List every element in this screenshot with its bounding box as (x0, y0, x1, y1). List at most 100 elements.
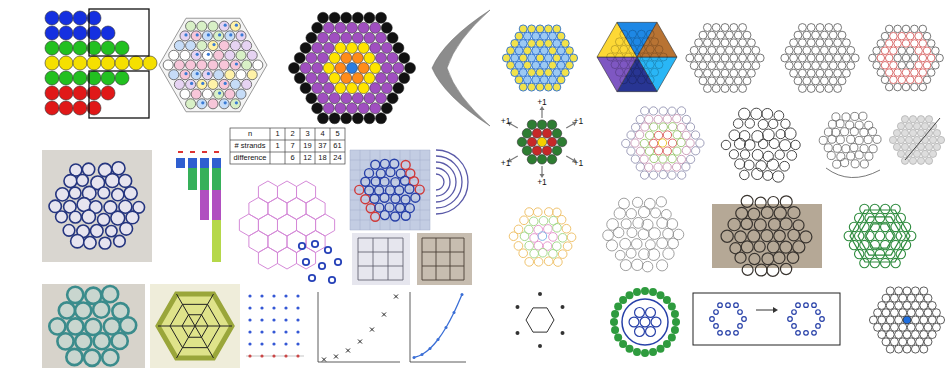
pencil-sketch (828, 120, 836, 128)
yellow-blue-hexagon (511, 54, 519, 62)
growth-arrow (566, 156, 573, 160)
colored-ring-drawing (677, 138, 685, 146)
layered-hexagon (387, 73, 398, 84)
layered-hexagon (341, 113, 352, 124)
outline-hexagons (699, 62, 707, 70)
outline-hexagons (708, 31, 716, 39)
pastel-sketch (562, 224, 571, 233)
colored-bead-rows (59, 71, 73, 85)
dot-sketch (538, 292, 542, 296)
outline-hexagons (708, 77, 716, 85)
layered-hexagon (323, 62, 334, 73)
outline-hexagons (898, 76, 906, 84)
green-hexagon (881, 222, 890, 231)
colored-bead-rows (45, 26, 59, 40)
scatter-plot (334, 355, 338, 359)
pencil-sketch (826, 168, 880, 178)
outline-hexagons (739, 24, 747, 32)
grey-hexagon (925, 157, 932, 164)
pencil-sketch (864, 136, 872, 144)
table-cell: 24 (330, 152, 345, 164)
outline-hexagons (798, 69, 806, 77)
pencil-sketch (833, 144, 841, 152)
pastel-hexagon (207, 33, 210, 36)
outline-hexagons (881, 47, 889, 55)
photo-sketch (63, 224, 75, 236)
grey-hexagon (909, 129, 916, 136)
pencil-sketch (847, 152, 855, 160)
pastel-sketch (538, 232, 547, 241)
pencil-sketch (865, 152, 873, 160)
blue-center-hexagon (911, 301, 919, 309)
layered-hexagon (323, 22, 334, 33)
pencil-sketch (840, 128, 848, 136)
triangle-hexagon (629, 76, 637, 84)
pastel-hexagon (225, 89, 235, 99)
outline-hexagons (890, 61, 898, 69)
outline-hexagons (807, 54, 815, 62)
scatter-plot (370, 328, 374, 332)
dot-sketch (515, 305, 519, 309)
dot-grid (296, 294, 299, 297)
photo-sketch (755, 197, 766, 208)
grid-paper-photo (350, 230, 430, 231)
colored-bead-rows (115, 56, 129, 70)
table-grid (230, 128, 345, 164)
yellow-blue-hexagon (515, 47, 523, 55)
outline-hexagons (734, 62, 742, 70)
layered-hexagon (317, 73, 328, 84)
grid-photos (373, 238, 374, 280)
pencil-sketch (733, 119, 743, 129)
outline-hexagons (816, 24, 824, 32)
teal-photo (59, 302, 75, 318)
pastel-hexagon (202, 50, 212, 60)
pastel-hexagon (208, 99, 218, 109)
layered-hexagon (329, 93, 340, 104)
table-cell: 5 (330, 128, 345, 140)
outline-hexagons (829, 62, 837, 70)
layered-hexagon (288, 12, 415, 123)
outline-hexagons (734, 31, 742, 39)
green-hexagon (870, 240, 879, 249)
outline-hexagons (885, 69, 893, 77)
grey-hexagon (937, 136, 944, 143)
colored-ring-drawing (682, 163, 690, 171)
blue-center-hexagon (882, 294, 890, 302)
outline-hexagons (838, 31, 846, 39)
pastel-hexagon (191, 89, 201, 99)
triangle-hexagon (611, 61, 619, 69)
bar-chart (214, 151, 219, 153)
outline-hexagons (894, 83, 902, 91)
dot-grid (248, 294, 251, 297)
grid-paper-photo (401, 195, 410, 204)
pastel-sketch (530, 249, 539, 258)
green-hexagon (881, 204, 890, 213)
outline-hexagons (825, 39, 833, 47)
outline-hexagons (703, 24, 711, 32)
layered-hexagon (375, 113, 386, 124)
grey-hexagon (897, 123, 904, 130)
dot-grid (248, 342, 251, 345)
photo-sketch (64, 175, 77, 188)
pastel-sketch (534, 257, 543, 266)
pastel-sketch (558, 233, 567, 242)
photo-sketch (82, 163, 94, 175)
layered-hexagon (352, 113, 363, 124)
yellow-blue-hexagon (557, 76, 565, 84)
radar-hexagon (150, 284, 240, 368)
dot-grid (248, 318, 251, 321)
colored-bead-rows (89, 71, 149, 118)
outline-hexagons (881, 32, 889, 40)
layered-hexagon (370, 22, 381, 33)
green-hexagon (896, 231, 905, 240)
scatter-plot (318, 292, 400, 362)
layered-hexagon (294, 52, 305, 63)
growing-hexagon (527, 155, 537, 165)
photo-sketch (728, 218, 740, 230)
grey-hexagon (913, 150, 920, 157)
table-grid (230, 140, 345, 141)
layered-hexagon (358, 103, 369, 114)
outline-hexagons (873, 47, 881, 55)
nested-arcs (436, 174, 444, 190)
